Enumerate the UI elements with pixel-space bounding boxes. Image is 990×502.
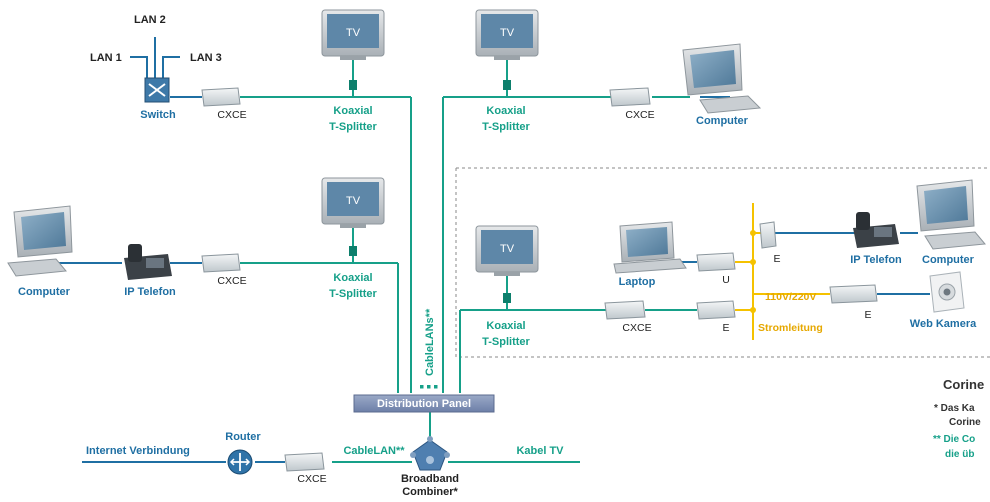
cxce-device-right: CXCE (604, 300, 652, 334)
svg-text:CXCE: CXCE (625, 109, 654, 121)
ip-phone-label-right: IP Telefon (850, 254, 902, 266)
ip-phone-label-left: IP Telefon (124, 286, 176, 298)
svg-text:E: E (773, 253, 780, 265)
computer-icon-right (916, 179, 986, 250)
switch-device (144, 77, 170, 103)
computer-label-top: Computer (696, 115, 749, 127)
cxce-device-top: CXCE (201, 87, 247, 121)
legend-title: Corine (943, 377, 984, 392)
ip-phone-icon-right (853, 212, 899, 248)
svg-text:CXCE: CXCE (217, 275, 246, 287)
tv-label: TV (346, 27, 361, 39)
u-device: U (696, 252, 736, 286)
svg-text:CXCE: CXCE (622, 322, 651, 334)
distribution-panel: Distribution Panel (353, 394, 495, 413)
computer-icon-left (7, 205, 73, 277)
splitter-label-1b: T-Splitter (329, 121, 377, 133)
router-label: Router (225, 431, 261, 443)
svg-text:U: U (722, 274, 730, 286)
tv-top-middle: TV (475, 9, 539, 60)
splitter-label-2b: T-Splitter (482, 121, 530, 133)
combiner-label-1: Broadband (401, 473, 459, 485)
tv-top-left: TV (321, 9, 385, 60)
labels: LAN 2 LAN 1 LAN 3 Switch Koaxial T-Split… (18, 14, 977, 498)
cablelans-label: CableLANs** (424, 308, 436, 376)
svg-text:E: E (864, 309, 871, 321)
tv-label: TV (346, 195, 361, 207)
legend-note2-line2: die üb (945, 449, 974, 460)
broadband-combiner-icon (410, 436, 450, 471)
tv-label: TV (500, 27, 515, 39)
zone-border (455, 167, 990, 358)
t-splitter-connectors (349, 80, 511, 303)
cablelan-label: CableLAN** (343, 445, 405, 457)
splitter-label-1a: Koaxial (333, 105, 372, 117)
computer-label-left: Computer (18, 286, 71, 298)
lan3-label: LAN 3 (190, 52, 222, 64)
lan2-label: LAN 2 (134, 14, 166, 26)
legend: Corine * Das Ka Corine ** Die Co die üb (933, 377, 984, 460)
splitter-label-4a: Koaxial (486, 320, 525, 332)
splitter-label-4b: T-Splitter (482, 336, 530, 348)
tv-label: TV (500, 243, 515, 255)
legend-note1-line1: * Das Ka (934, 403, 975, 414)
legend-note1-line2: Corine (949, 417, 981, 428)
tv-right: TV (475, 225, 539, 276)
cxce-device-top-right: CXCE (609, 87, 655, 121)
web-camera-label: Web Kamera (910, 318, 977, 330)
switch-label: Switch (140, 109, 176, 121)
e-device-upper: E (759, 221, 781, 265)
cxce-device-bottom: CXCE (284, 452, 327, 485)
power-label-2: Stromleitung (758, 322, 823, 334)
web-camera-icon (929, 271, 965, 313)
power-label-1: 110V/220V (765, 291, 816, 303)
tv-middle-left: TV (321, 177, 385, 228)
svg-text:Distribution Panel: Distribution Panel (377, 398, 471, 410)
ethernet-cables (58, 37, 930, 463)
ip-phone-icon-left (124, 244, 172, 280)
svg-text:CXCE: CXCE (297, 473, 326, 485)
computer-icon-top (682, 43, 762, 114)
e-device-camera-side: E (829, 284, 878, 321)
combiner-label-2: Combiner* (402, 486, 458, 498)
legend-note2-line1: ** Die Co (933, 434, 975, 445)
splitter-label-3b: T-Splitter (329, 288, 377, 300)
power-line (735, 203, 830, 340)
cxce-device-middle: CXCE (201, 253, 247, 287)
splitter-label-2a: Koaxial (486, 105, 525, 117)
svg-text:E: E (722, 322, 729, 334)
lan1-label: LAN 1 (90, 52, 122, 64)
computer-label-right: Computer (922, 254, 975, 266)
kabel-tv-label: Kabel TV (516, 445, 564, 457)
internet-label: Internet Verbindung (86, 445, 190, 457)
svg-text:CXCE: CXCE (217, 109, 246, 121)
e-device-lower: E (696, 300, 736, 334)
laptop-icon (613, 221, 687, 274)
splitter-label-3a: Koaxial (333, 272, 372, 284)
laptop-label: Laptop (619, 276, 656, 288)
router-icon (227, 449, 253, 475)
